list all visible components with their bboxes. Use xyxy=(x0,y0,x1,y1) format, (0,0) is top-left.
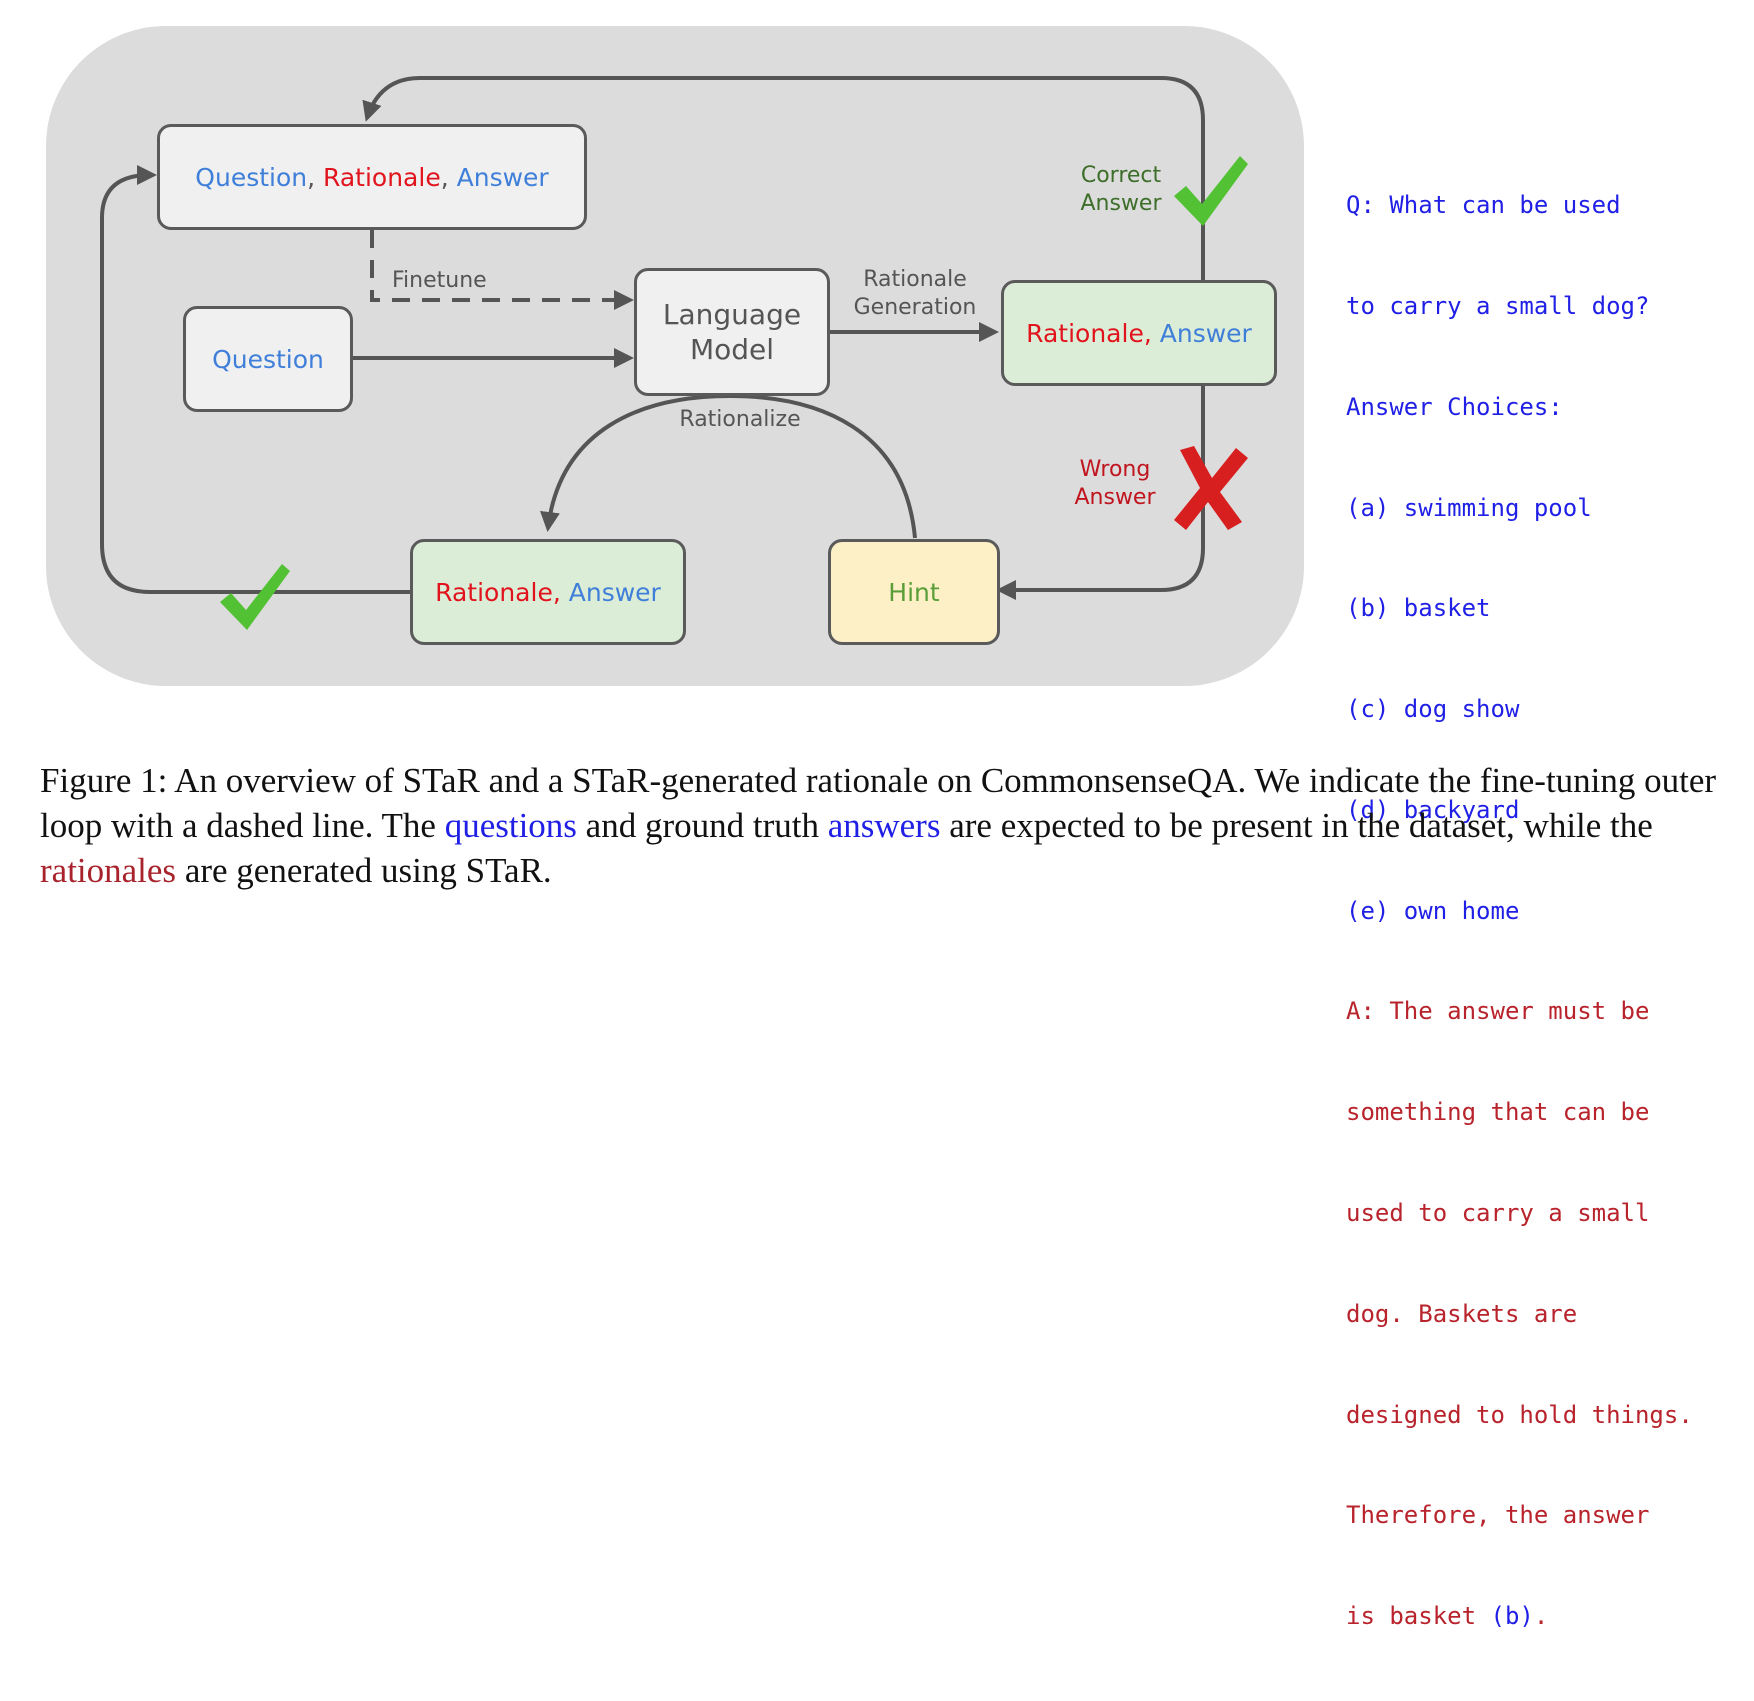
caption-text: are generated using STaR. xyxy=(176,851,552,890)
caption-questions: questions xyxy=(444,806,577,845)
check-icon xyxy=(220,564,290,630)
arrow-correct-loop xyxy=(362,76,1205,280)
arrow-finetune xyxy=(370,230,634,310)
example-answer-line: designed to hold things. xyxy=(1346,1400,1693,1429)
example-final-period: . xyxy=(1533,1602,1549,1631)
label-rationale: Rationale xyxy=(435,577,553,607)
example-question-line: (b) basket xyxy=(1346,594,1491,623)
arrow-wrong-to-hint xyxy=(996,384,1205,600)
example-answer-line: dog. Baskets are xyxy=(1346,1299,1578,1328)
caption-text: are expected to be present in the datase… xyxy=(940,806,1653,845)
box-rationalized-rationale-answer: Rationale, Answer xyxy=(410,539,686,645)
label-answer: Answer xyxy=(1159,318,1252,348)
diagram-arrows xyxy=(100,76,1205,600)
example-final-choice: (b) xyxy=(1490,1602,1534,1631)
example-question-line: to carry a small dog? xyxy=(1346,291,1650,320)
example-question-line: (a) swimming pool xyxy=(1346,493,1592,522)
label-rationalize: Rationalize xyxy=(679,407,801,432)
label-rationale-generation-line1: Rationale xyxy=(863,267,967,292)
box-hint: Hint xyxy=(828,539,1000,645)
caption-answers: answers xyxy=(827,806,941,845)
example-question-line: Q: What can be used xyxy=(1346,191,1621,220)
example-question-line: Answer Choices: xyxy=(1346,392,1563,421)
separator: , xyxy=(552,577,569,607)
box-question-rationale-answer: Question, Rationale, Answer xyxy=(157,124,587,230)
example-final-text: is basket xyxy=(1346,1602,1491,1631)
label-rationale-generation-line2: Generation xyxy=(853,295,977,320)
example-final-line: is basket (b). xyxy=(1346,1600,1746,1634)
separator: , xyxy=(440,162,457,192)
label-correct-answer: Correct Answer xyxy=(1066,162,1176,218)
arrow-rationalized-loop xyxy=(100,165,410,594)
label-rationale-generation: Rationale Generation xyxy=(830,266,1000,322)
label-correct-line1: Correct xyxy=(1080,163,1162,188)
caption-text: Figure 1: An overview of STaR and a STaR… xyxy=(40,761,1717,845)
example-answer-line: A: The answer must be xyxy=(1346,997,1650,1026)
label-question: Question xyxy=(212,344,324,374)
label-hint: Hint xyxy=(888,577,940,607)
box-generated-rationale-answer: Rationale, Answer xyxy=(1001,280,1277,386)
label-rationale: Rationale xyxy=(323,162,441,192)
label-language: Language xyxy=(662,298,802,331)
label-finetune: Finetune xyxy=(392,268,487,293)
example-question-line: (e) own home xyxy=(1346,896,1520,925)
label-wrong-line2: Answer xyxy=(1074,485,1156,510)
label-rationale: Rationale xyxy=(1026,318,1144,348)
example-answer-line: Therefore, the answer xyxy=(1346,1501,1650,1530)
separator: , xyxy=(1143,318,1160,348)
box-question: Question xyxy=(183,306,353,412)
label-wrong-line1: Wrong xyxy=(1079,457,1151,482)
figure-caption: Figure 1: An overview of STaR and a STaR… xyxy=(40,758,1740,893)
label-answer: Answer xyxy=(456,162,549,192)
label-wrong-answer: Wrong Answer xyxy=(1060,456,1170,512)
arrow-rationalize xyxy=(540,393,917,539)
figure: Question, Rationale, Answer Question Lan… xyxy=(40,26,1740,1630)
label-answer: Answer xyxy=(568,577,661,607)
cross-icon xyxy=(1174,446,1248,530)
label-correct-line2: Answer xyxy=(1080,191,1162,216)
caption-text: and ground truth xyxy=(576,806,828,845)
example-answer-line: used to carry a small xyxy=(1346,1199,1650,1227)
check-icon xyxy=(1174,156,1248,226)
example-question-line: (d) backyard xyxy=(1346,795,1520,824)
example-answer-line: something that can be xyxy=(1346,1098,1650,1127)
caption-rationales: rationales xyxy=(40,851,177,890)
label-question: Question xyxy=(195,162,308,192)
label-model: Model xyxy=(689,333,775,366)
separator: , xyxy=(307,162,324,192)
example-rationale: Q: What can be used to carry a small dog… xyxy=(1346,122,1746,1701)
example-question-line: (c) dog show xyxy=(1346,695,1520,724)
